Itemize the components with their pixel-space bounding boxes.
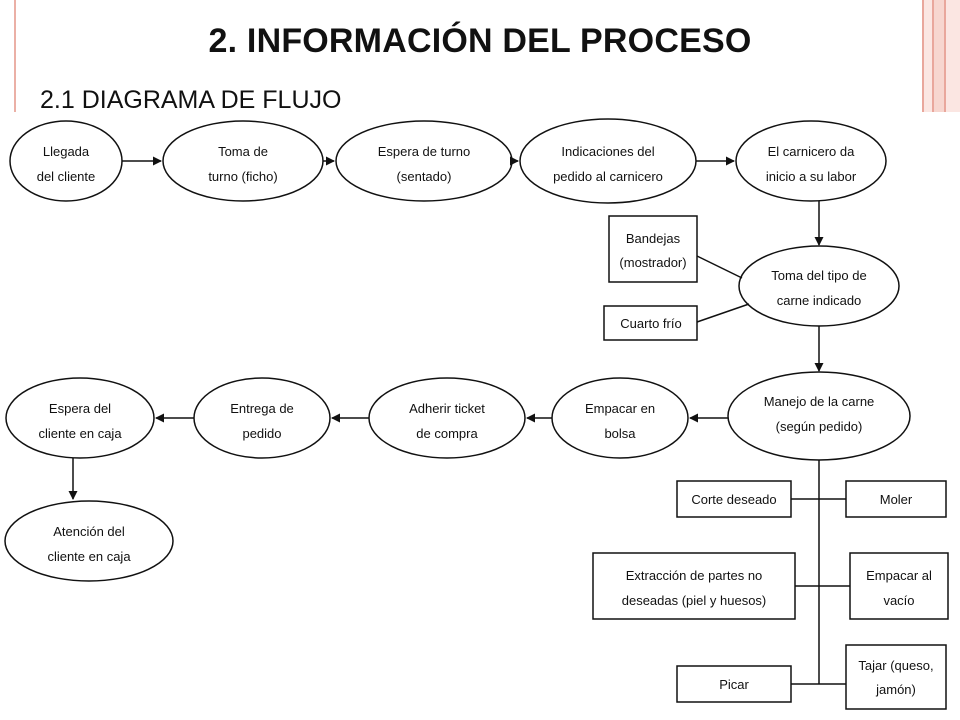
node-llegada-shape (9, 120, 123, 202)
node-cuarto-frio-label: Cuarto frío (620, 316, 681, 331)
node-espera-turno-label: Espera de turno(sentado) (378, 144, 471, 184)
node-espera-turno-shape (335, 120, 513, 202)
node-picar-label: Picar (719, 677, 749, 692)
node-empacar-vacio-shape (849, 552, 949, 620)
node-extraccion-shape (592, 552, 796, 620)
connector-cuarto-frio (696, 303, 750, 323)
node-toma-tipo-shape (738, 245, 900, 327)
node-corte-label: Corte deseado (691, 492, 776, 507)
slide-title: 2. INFORMACIÓN DEL PROCESO (208, 22, 752, 60)
node-tajar-label: Tajar (queso,jamón) (858, 658, 933, 697)
right-decor-strip (920, 0, 960, 112)
node-manejo-shape (727, 371, 911, 461)
node-manejo-label: Manejo de la carne(según pedido) (764, 394, 875, 434)
node-adherir-shape (368, 377, 526, 459)
node-moler-shape (845, 480, 947, 518)
node-atencion-shape (4, 500, 174, 582)
node-toma-turno-shape (162, 120, 324, 202)
slide-subtitle: 2.1 DIAGRAMA DE FLUJO (40, 86, 342, 114)
node-bandejas-label: Bandejas(mostrador) (619, 231, 686, 270)
node-espera-caja-shape (5, 377, 155, 459)
connector-bandejas (696, 255, 743, 279)
node-carnicero-shape (735, 120, 887, 202)
node-indicaciones-shape (519, 118, 697, 204)
node-tajar-shape (845, 644, 947, 710)
node-bandejas-shape (608, 215, 698, 283)
node-moler-label: Moler (880, 492, 913, 507)
node-empacar-bolsa-shape (551, 377, 689, 459)
left-decor-line (14, 0, 16, 112)
node-entrega-shape (193, 377, 331, 459)
node-picar-shape (676, 665, 792, 703)
node-cuarto-frio-shape (603, 305, 698, 341)
